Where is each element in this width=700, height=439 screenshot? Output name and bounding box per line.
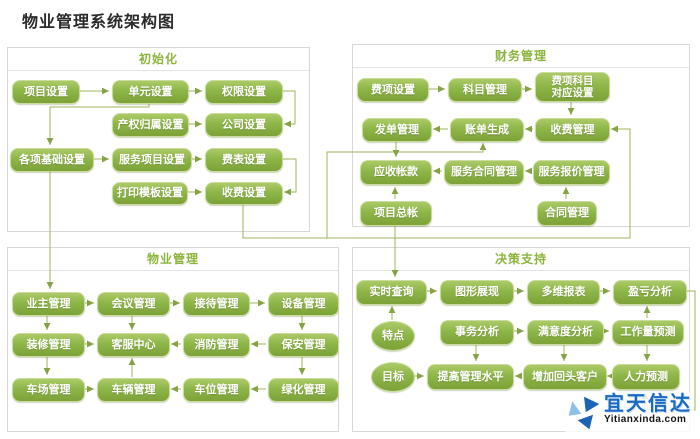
node-charge-management: 收费管理 <box>535 118 610 142</box>
node-parking-space-management: 车位管理 <box>183 378 250 402</box>
node-project-settings: 项目设置 <box>12 80 80 104</box>
node-bill-generation: 账单生成 <box>450 118 524 142</box>
node-equipment-management: 设备管理 <box>268 292 339 316</box>
node-greening-management: 绿化管理 <box>268 378 339 402</box>
node-parking-lot-management: 车场管理 <box>12 378 85 402</box>
node-contract-management: 合同管理 <box>537 201 597 226</box>
node-ownership-settings: 产权归属设置 <box>112 113 189 137</box>
node-fire-management: 消防管理 <box>183 333 250 357</box>
node-security-management: 保安管理 <box>268 333 339 357</box>
node-meeting-management: 会议管理 <box>97 292 170 316</box>
node-multidim-report: 多维报表 <box>527 280 600 305</box>
node-charge-settings: 收费设置 <box>205 182 283 205</box>
node-increase-repeat-customers: 增加回头客户 <box>523 364 607 390</box>
node-basic-settings: 各项基础设置 <box>10 148 94 172</box>
node-owner-management: 业主管理 <box>12 292 85 316</box>
node-reception-management: 接待管理 <box>183 292 250 316</box>
node-service-quote-management: 服务报价管理 <box>533 160 610 185</box>
node-satisfaction-analysis: 满意度分析 <box>527 320 604 345</box>
node-goal: 目标 <box>371 362 415 392</box>
node-unit-settings: 单元设置 <box>112 80 189 104</box>
node-realtime-query: 实时查询 <box>356 280 427 305</box>
watermark-site: Yitianxinda.com <box>604 414 687 425</box>
section-finance-title: 财务管理 <box>353 45 689 68</box>
node-service-contract-management: 服务合同管理 <box>444 160 524 185</box>
node-improve-management: 提高管理水平 <box>427 364 514 390</box>
node-transaction-analysis: 事务分析 <box>440 320 514 345</box>
node-company-settings: 公司设置 <box>205 113 283 137</box>
page-title: 物业管理系统架构图 <box>22 14 176 31</box>
node-project-ledger: 项目总帐 <box>360 201 432 226</box>
node-workload-forecast: 工作量预测 <box>612 320 684 345</box>
watermark-logo-icon <box>568 396 600 430</box>
node-fee-table-settings: 费表设置 <box>205 148 283 172</box>
section-decision-title: 决策支持 <box>353 248 689 271</box>
section-init-title: 初始化 <box>8 48 309 71</box>
node-manpower-forecast: 人力预测 <box>612 364 680 390</box>
node-profit-loss-analysis: 盈亏分析 <box>613 280 687 305</box>
node-features: 特点 <box>371 321 415 351</box>
node-subject-management: 科目管理 <box>448 78 522 102</box>
node-permission-settings: 权限设置 <box>205 80 283 104</box>
node-graphic-display: 图形展现 <box>440 280 514 305</box>
watermark-brand: 宜天信达 <box>604 393 692 415</box>
node-accounts-receivable: 应收帐款 <box>360 160 432 185</box>
section-property-title: 物业管理 <box>8 248 338 271</box>
watermark: 宜天信达 Yitianxinda.com <box>564 392 694 433</box>
node-print-template-settings: 打印模板设置 <box>112 182 188 205</box>
node-fee-subject-mapping: 费项科目 对应设置 <box>535 72 610 102</box>
node-vehicle-management: 车辆管理 <box>97 378 170 402</box>
node-decoration-management: 装修管理 <box>12 333 85 357</box>
node-fee-item-settings: 费项设置 <box>357 78 429 102</box>
node-service-item-settings: 服务项目设置 <box>112 148 192 172</box>
node-service-center: 客服中心 <box>97 333 170 357</box>
node-bill-issue: 发单管理 <box>362 118 432 142</box>
